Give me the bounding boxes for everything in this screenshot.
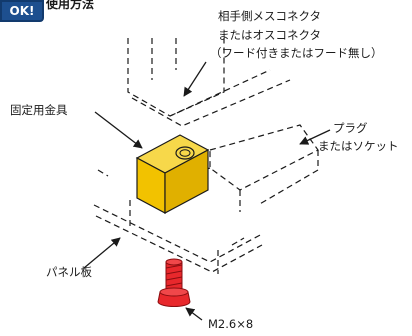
screw-label: M2.6×8 — [208, 317, 254, 331]
fixing-bracket — [135, 134, 210, 215]
mating-connector-label-line2: またはオスコネクタ — [218, 28, 322, 42]
badge-text: OK! — [9, 4, 35, 18]
plug-label-line2: またはソケット — [318, 139, 399, 153]
mating-connector-label-line3: （フード付きまたはフード無し） — [210, 46, 383, 60]
fixture-label: 固定用金具 — [10, 103, 68, 117]
panel-label: パネル板 — [46, 265, 92, 279]
mating-connector-outline — [127, 38, 291, 127]
mating-connector-label-line1: 相手側メスコネクタ — [218, 9, 322, 23]
plug-label-line1: プラグ — [333, 121, 368, 135]
leader-arrows — [83, 61, 331, 321]
screw — [157, 258, 191, 307]
ok-badge: OK! — [0, 0, 44, 22]
panel-outline — [93, 169, 263, 274]
usage-title: 使用方法 — [46, 0, 95, 11]
